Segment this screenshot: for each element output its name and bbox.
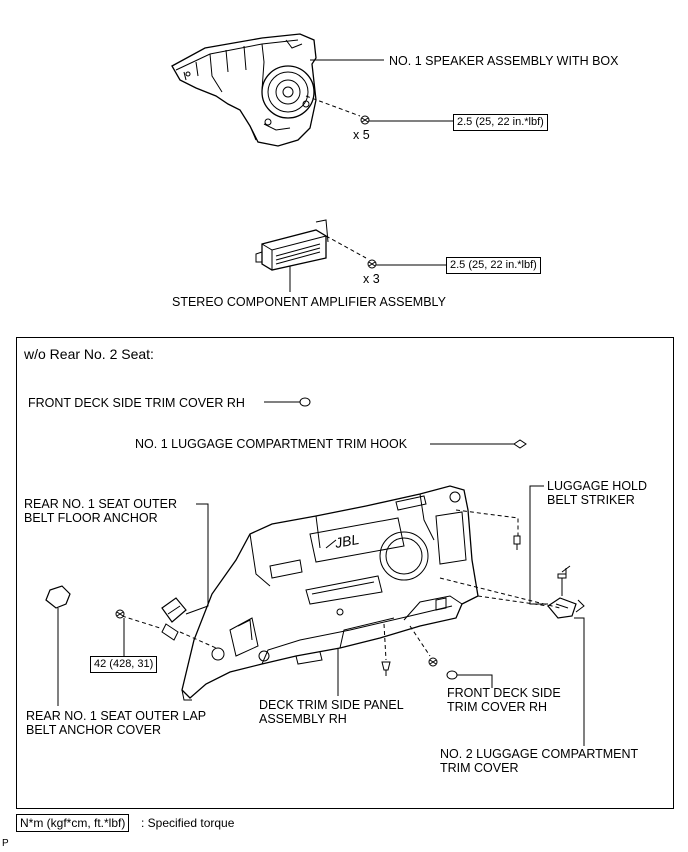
amplifier-drawing (255, 219, 329, 271)
deck-panel-label: DECK TRIM SIDE PANEL ASSEMBLY RH (259, 698, 404, 726)
luggage-trim-cover-label: NO. 2 LUGGAGE COMPARTMENT TRIM COVER (440, 747, 639, 775)
floor-anchor-leader (185, 503, 209, 615)
panel-screw (428, 657, 438, 667)
luggage-trim-cover-leader (574, 617, 585, 746)
variant-frame (16, 337, 674, 809)
amp-screw (367, 259, 377, 269)
speaker-screw-dash (305, 95, 361, 117)
deck-trim-panel-drawing: JBL (181, 485, 479, 701)
svg-text:JBL: JBL (333, 531, 361, 551)
lap-anchor-cover-label: REAR NO. 1 SEAT OUTER LAP BELT ANCHOR CO… (26, 709, 207, 737)
anchor-bolt (115, 609, 125, 619)
panel-clip (381, 661, 391, 676)
front-deck-cover-top-part (299, 397, 311, 407)
striker-label-leader (529, 485, 548, 605)
belt-striker-drawing (547, 565, 585, 619)
variant-title: w/o Rear No. 2 Seat: (24, 346, 154, 362)
belt-striker-label: LUGGAGE HOLD BELT STRIKER (547, 479, 648, 507)
amp-torque-spec: 2.5 (25, 22 in.*lbf) (446, 257, 541, 274)
front-deck-cover-bottom-label: FRONT DECK SIDE TRIM COVER RH (447, 686, 561, 714)
anchor-torque-spec: 42 (428, 31) (90, 656, 158, 673)
lap-anchor-cover-part (45, 585, 71, 609)
hook-clip (513, 535, 521, 550)
trim-hook-label: NO. 1 LUGGAGE COMPARTMENT TRIM HOOK (135, 437, 408, 451)
torque-legend-box: N*m (kgf*cm, ft.*lbf) (16, 814, 130, 832)
amp-screw-qty: x 3 (363, 272, 380, 286)
speaker-screw (360, 115, 370, 125)
belt-floor-anchor-label: REAR NO. 1 SEAT OUTER BELT FLOOR ANCHOR (24, 497, 178, 525)
amp-screw-dash (325, 235, 367, 259)
trim-hook-part (513, 439, 527, 449)
belt-floor-anchor-drawing (161, 597, 187, 641)
speaker-assembly-drawing (171, 33, 317, 147)
speaker-screw-qty: x 5 (353, 128, 370, 142)
front-deck-cover-top-label: FRONT DECK SIDE TRIM COVER RH (28, 396, 245, 410)
speaker-assembly-label: NO. 1 SPEAKER ASSEMBLY WITH BOX (389, 54, 619, 68)
speaker-torque-spec: 2.5 (25, 22 in.*lbf) (453, 114, 548, 131)
torque-legend-text: : Specified torque (141, 816, 235, 830)
amplifier-label: STEREO COMPONENT AMPLIFIER ASSEMBLY (172, 295, 446, 309)
front-deck-cover-bottom-leader (457, 674, 493, 688)
corner-mark: P (2, 838, 9, 849)
